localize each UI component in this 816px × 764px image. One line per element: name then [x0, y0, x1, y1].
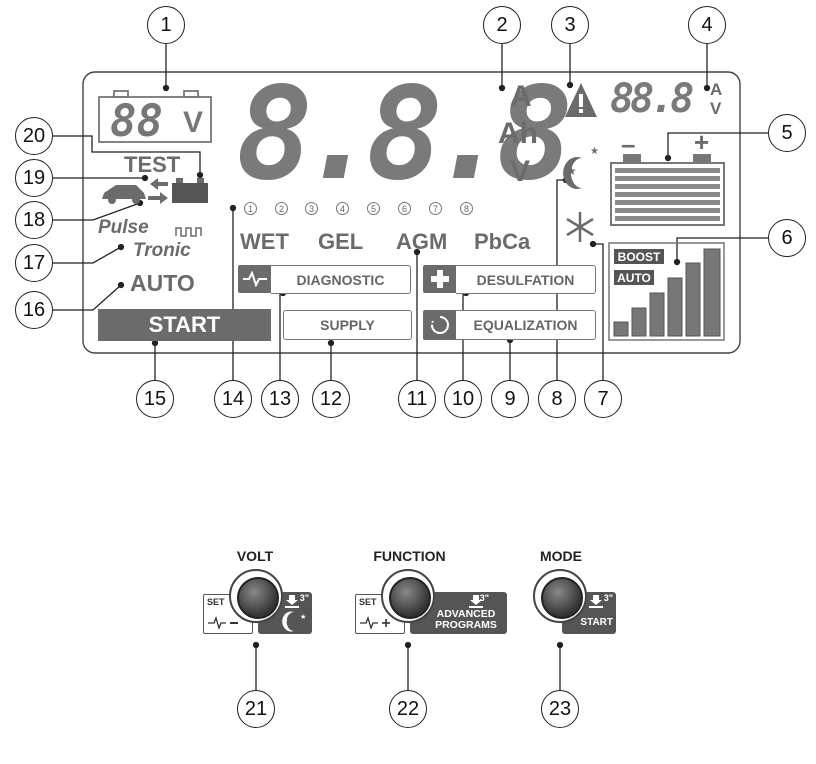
callout-1: 1 — [147, 6, 185, 44]
callout-2: 2 — [483, 6, 521, 44]
hold-arrow-icon — [589, 595, 603, 608]
boost-badge: BOOST — [614, 249, 664, 264]
function-knob-cap — [389, 577, 431, 619]
diagnostic-icon — [238, 265, 272, 293]
small-unit-v: V — [710, 99, 722, 118]
callout-10: 10 — [444, 380, 482, 418]
desulfation-label: DESULFATION — [456, 265, 596, 294]
callout-19: 19 — [15, 159, 53, 197]
hold-arrow-icon — [285, 595, 299, 608]
callout-23: 23 — [541, 690, 579, 728]
function-knob[interactable] — [381, 569, 435, 623]
auto-label: AUTO — [130, 270, 195, 296]
callout-11: 11 — [398, 380, 436, 418]
step-4: 4 — [336, 202, 349, 215]
callout-17: 17 — [15, 244, 53, 282]
callout-16: 16 — [15, 291, 53, 329]
hold-arrow-icon — [469, 595, 483, 608]
volt-button-label: VOLT — [236, 548, 274, 564]
step-8: 8 — [460, 202, 473, 215]
callout-20: 20 — [15, 117, 53, 155]
unit-ah: Ah — [498, 117, 538, 150]
mode-start-label: START — [580, 617, 613, 628]
mode-hold-time: 3" — [603, 593, 613, 603]
pulse-wave-icon — [175, 227, 202, 237]
small-digits: 88.8 — [610, 76, 694, 122]
main-digits: 8.8.8 — [236, 60, 573, 209]
step-3: 3 — [305, 202, 318, 215]
snowflake-icon — [566, 212, 594, 242]
callout-7: 7 — [584, 380, 622, 418]
battery-plus: + — [694, 127, 710, 157]
level-box — [608, 242, 725, 341]
desulfation-icon — [423, 265, 457, 293]
night-mode-icon: ★ ★ — [563, 146, 599, 189]
unit-a: A — [510, 80, 532, 113]
mode-knob-cap — [541, 577, 583, 619]
svg-text:★: ★ — [300, 613, 306, 621]
volt-hold-time: 3" — [299, 593, 309, 603]
function-button-label: FUNCTION — [373, 548, 446, 564]
callout-18: 18 — [15, 201, 53, 239]
step-6: 6 — [398, 202, 411, 215]
lcd-frame — [82, 71, 741, 354]
advanced-programs-label: ADVANCED PROGRAMS — [435, 608, 497, 631]
step-7: 7 — [429, 202, 442, 215]
callout-13: 13 — [261, 380, 299, 418]
callout-14: 14 — [214, 380, 252, 418]
equalization-label: EQUALIZATION — [456, 310, 596, 340]
mode-button-label: MODE — [540, 548, 582, 564]
function-plus-icon — [360, 616, 390, 630]
tronic-label: Tronic — [133, 240, 191, 261]
equalization-icon — [423, 310, 457, 340]
volt-knob-cap — [237, 577, 279, 619]
callout-3: 3 — [551, 6, 589, 44]
callout-8: 8 — [538, 380, 576, 418]
night-mode-small-icon: ★★ — [281, 611, 306, 632]
auto-badge: AUTO — [614, 270, 654, 285]
callout-12: 12 — [312, 380, 350, 418]
car-battery-connection-icon — [102, 178, 208, 204]
callout-4: 4 — [688, 6, 726, 44]
step-5: 5 — [367, 202, 380, 215]
callout-5: 5 — [768, 114, 806, 152]
diagnostic-label: DIAGNOSTIC — [271, 265, 411, 294]
warning-icon — [565, 83, 597, 117]
type-wet: WET — [240, 229, 289, 254]
function-hold-time: 3" — [479, 593, 489, 603]
step-1: 1 — [244, 202, 257, 215]
type-gel: GEL — [318, 229, 364, 254]
voltage-battery-outline — [98, 90, 212, 143]
mode-knob[interactable] — [533, 569, 587, 623]
battery-minus: – — [621, 129, 636, 159]
svg-text:★: ★ — [566, 164, 577, 178]
start-indicator: START — [98, 309, 271, 341]
unit-v: V — [510, 155, 531, 188]
volt-set-label: SET — [207, 597, 225, 607]
volt-knob[interactable] — [229, 569, 283, 623]
voltage-unit: V — [183, 106, 204, 139]
small-unit-a: A — [710, 80, 723, 99]
battery-level-icon — [610, 154, 725, 226]
callout-15: 15 — [136, 380, 174, 418]
callout-9: 9 — [491, 380, 529, 418]
supply-label: SUPPLY — [283, 310, 412, 340]
test-label: TEST — [124, 152, 181, 177]
callout-21: 21 — [237, 690, 275, 728]
step-2: 2 — [275, 202, 288, 215]
level-bars — [613, 248, 721, 337]
voltage-digits: 88 — [110, 96, 163, 147]
callout-22: 22 — [389, 690, 427, 728]
svg-text:★: ★ — [590, 146, 599, 157]
type-agm: AGM — [396, 229, 448, 254]
function-set-label: SET — [359, 597, 377, 607]
type-pbca: PbCa — [474, 229, 531, 254]
pulse-label: Pulse — [98, 217, 149, 238]
svg-text:★: ★ — [281, 617, 288, 626]
volt-minus-icon — [208, 616, 238, 630]
callout-6: 6 — [768, 219, 806, 257]
